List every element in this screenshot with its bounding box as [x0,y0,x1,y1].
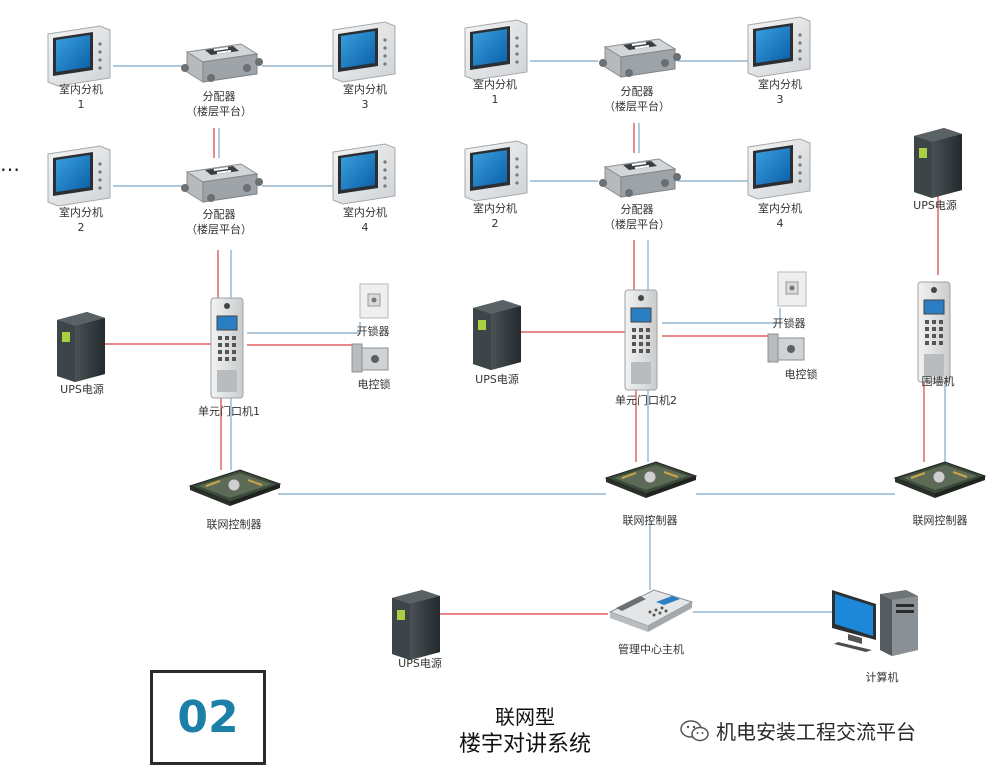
watermark: 机电安装工程交流平台 [680,716,916,745]
watermark-text: 机电安装工程交流平台 [716,720,916,744]
label-ups-left: UPS电源 [60,383,104,396]
computer [832,590,918,656]
label-wall-unit: 围墙机 [921,375,955,388]
label-door-unit-2: 单元门口机2 [615,394,677,407]
ups-right [914,128,962,198]
power-door2-elock [662,335,773,345]
ellipsis: … [0,152,21,176]
caption-line-2: 楼宇对讲系统 [458,732,592,757]
figure-number-badge: 02 [150,670,266,765]
diagram-caption: 联网型 楼宇对讲系统 [459,704,591,760]
label-indoor-m4: 室内分机 4 [758,202,802,230]
caption-line-1: 联网型 [494,705,555,729]
network-controller-left [189,469,281,507]
network-controller-right [894,461,986,499]
splitter-l-top [180,43,264,83]
link-door1-unlock [247,322,361,334]
label-indoor-m3: 室内分机 3 [758,78,802,106]
label-ctrl-right: 联网控制器 [912,514,968,527]
ups-bottom [392,590,440,660]
ups-mid [473,300,521,370]
indoor-unit-m1 [464,19,528,81]
wall-unit [917,281,951,383]
label-splitter-m-top: 分配器 （楼层平台） [604,85,670,113]
electric-lock-mid [767,333,805,363]
unlock-button-left [359,283,389,319]
label-indoor-l1: 室内分机 1 [59,83,103,111]
label-mgmt-host: 管理中心主机 [618,643,684,656]
management-host [609,589,693,633]
splitter-m-top [598,38,682,78]
label-ups-right: UPS电源 [913,199,957,212]
label-indoor-l4: 室内分机 4 [343,206,387,234]
network-controller-mid [605,461,697,499]
label-unlock-left: 开锁器 [356,325,390,338]
link-door2-unlock [662,308,781,324]
label-ups-mid: UPS电源 [475,373,519,386]
label-splitter-m-mid: 分配器 （楼层平台） [604,203,670,231]
label-splitter-l-mid: 分配器 （楼层平台） [186,208,252,236]
indoor-unit-l3 [332,21,396,83]
label-indoor-m2: 室内分机 2 [473,202,517,230]
indoor-unit-l2 [47,145,111,207]
label-indoor-m1: 室内分机 1 [473,78,517,106]
wechat-icon [680,719,709,741]
indoor-unit-l1 [47,25,111,87]
indoor-unit-m2 [464,140,528,202]
label-unlock-mid: 开锁器 [772,317,806,330]
label-door-unit-1: 单元门口机1 [198,405,260,418]
label-splitter-l-top: 分配器 （楼层平台） [186,90,252,118]
unlock-button-mid [777,271,807,307]
door-unit-1 [210,297,244,399]
label-elock-left: 电控锁 [357,378,391,391]
label-indoor-l2: 室内分机 2 [59,206,103,234]
label-ups-bottom: UPS电源 [398,657,442,670]
splitter-m-mid [598,158,682,198]
label-computer: 计算机 [865,671,899,684]
label-ctrl-left: 联网控制器 [206,518,262,531]
label-elock-mid: 电控锁 [784,368,818,381]
label-indoor-l3: 室内分机 3 [343,83,387,111]
indoor-unit-m4 [747,138,811,200]
electric-lock-left [351,343,389,373]
label-ctrl-mid: 联网控制器 [622,514,678,527]
splitter-l-mid [180,163,264,203]
power-door1-elock [247,344,357,355]
indoor-unit-l4 [332,143,396,205]
door-unit-2 [624,289,658,391]
indoor-unit-m3 [747,16,811,78]
ups-left [57,312,105,382]
signal-lines [113,60,946,613]
